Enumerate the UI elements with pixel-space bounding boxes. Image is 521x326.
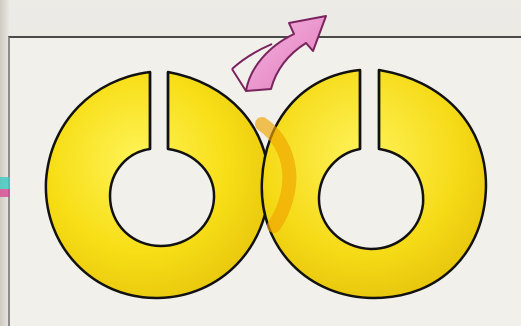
left-edge-tint [0,177,10,197]
pink-arrow-icon [232,16,326,91]
split-ring-left [46,72,269,298]
